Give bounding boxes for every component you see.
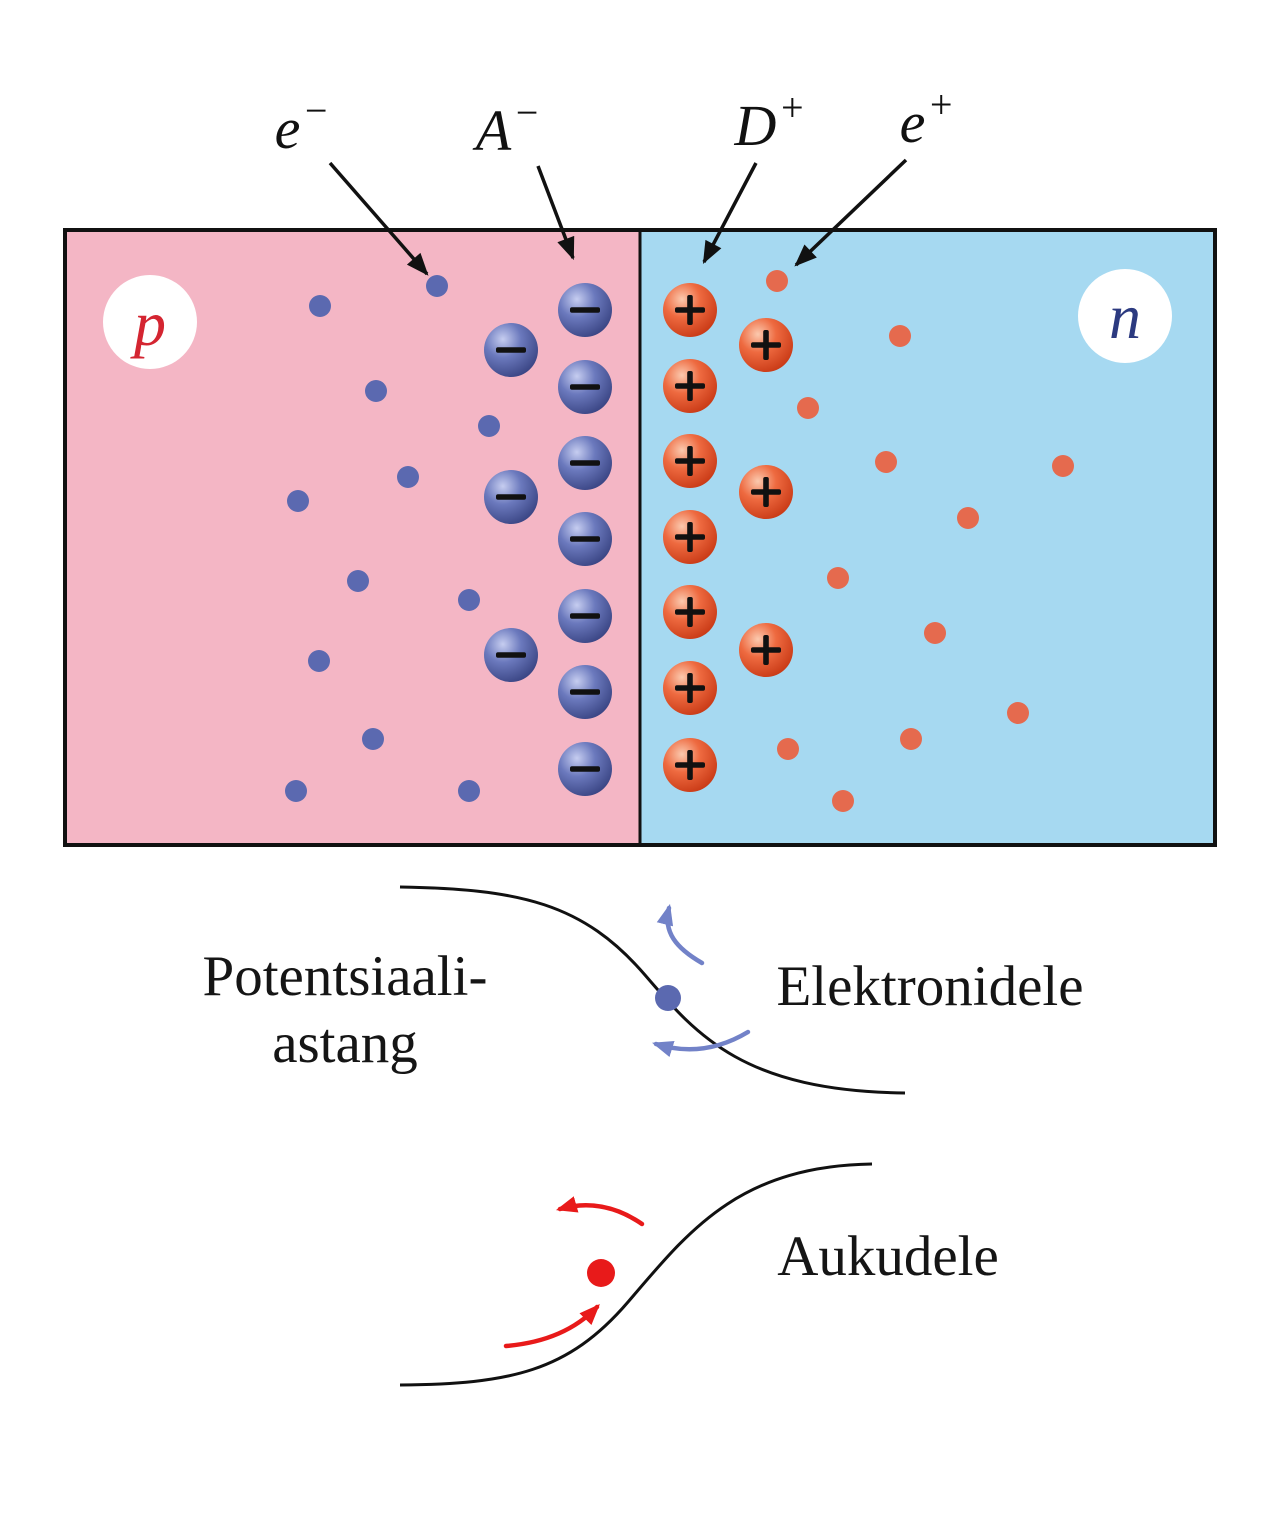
ion-sign-bar — [687, 446, 693, 476]
electron-dot — [309, 295, 331, 317]
acceptor-ion-layer — [484, 283, 612, 796]
hole-potential-curve — [399, 1162, 873, 1387]
donor-ion — [663, 359, 717, 413]
ion-sign-bar — [570, 613, 600, 619]
electron-dot — [287, 490, 309, 512]
hole-dot — [766, 270, 788, 292]
acceptor-ion — [558, 589, 612, 643]
donor-ion — [739, 318, 793, 372]
hole-climb-arrow — [503, 1303, 600, 1349]
hole-dot — [777, 738, 799, 760]
acceptor-ion — [558, 512, 612, 566]
ion-sign-bar — [570, 307, 600, 313]
ion-sign-bar — [496, 494, 526, 500]
hole-dot — [900, 728, 922, 750]
hole-dot — [875, 451, 897, 473]
ion-sign-bar — [496, 652, 526, 658]
p-region-label: p — [130, 288, 166, 359]
electron-dot — [458, 780, 480, 802]
ion-sign-bar — [763, 477, 769, 507]
electron-dot — [458, 589, 480, 611]
potential-step-holes: Aukudele — [399, 1162, 999, 1387]
ion-sign-bar — [763, 635, 769, 665]
junction-box: p n — [63, 228, 1217, 847]
ion-sign-bar — [763, 330, 769, 360]
electron-on-curve — [655, 985, 681, 1011]
ion-sign-bar — [687, 673, 693, 703]
ion-sign-bar — [570, 689, 600, 695]
electron-dot — [308, 650, 330, 672]
label-e-plus: e+ — [900, 82, 955, 155]
hole-dot — [889, 325, 911, 347]
acceptor-ion — [558, 742, 612, 796]
ion-sign-bar — [687, 295, 693, 325]
donor-ion — [739, 623, 793, 677]
hole-dot — [1052, 455, 1074, 477]
electrons-caption: Elektronidele — [776, 955, 1083, 1018]
electron-dot — [397, 466, 419, 488]
electron-dot — [426, 275, 448, 297]
holes-caption: Aukudele — [777, 1225, 999, 1288]
acceptor-ion — [484, 628, 538, 682]
donor-ion — [739, 465, 793, 519]
ion-sign-bar — [570, 384, 600, 390]
donor-ion — [663, 283, 717, 337]
ion-sign-bar — [570, 766, 600, 772]
p-label-badge — [103, 275, 197, 369]
donor-ion — [663, 738, 717, 792]
arrow-e-plus — [794, 158, 908, 267]
ion-sign-bar — [687, 522, 693, 552]
acceptor-ion — [484, 323, 538, 377]
arrow-A-minus — [536, 165, 575, 261]
hole-on-curve — [587, 1259, 615, 1287]
acceptor-ion — [558, 436, 612, 490]
hole-return-arrow — [555, 1196, 645, 1227]
ion-sign-bar — [687, 371, 693, 401]
donor-ion — [663, 585, 717, 639]
electron-dot — [365, 380, 387, 402]
ion-sign-bar — [570, 460, 600, 466]
electron-dot — [347, 570, 369, 592]
hole-dot-layer — [766, 270, 1074, 812]
hole-dot — [827, 567, 849, 589]
annotation-labels: e− A− D+ e+ — [275, 82, 955, 276]
electron-climb-arrow — [656, 903, 705, 966]
arrow-D-plus — [702, 162, 758, 264]
electron-potential-curve — [399, 885, 906, 1095]
electron-dot-layer — [285, 275, 500, 802]
donor-ion — [663, 661, 717, 715]
arrow-e-minus — [328, 161, 429, 276]
n-region-label: n — [1109, 281, 1141, 352]
label-D-plus: D+ — [734, 85, 806, 158]
ion-sign-bar — [687, 597, 693, 627]
acceptor-ion — [558, 283, 612, 337]
donor-ion — [663, 510, 717, 564]
electron-return-arrow — [651, 1029, 751, 1058]
hole-dot — [1007, 702, 1029, 724]
acceptor-ion — [484, 470, 538, 524]
hole-dot — [924, 622, 946, 644]
donor-ion — [663, 434, 717, 488]
potential-caption-line2: astang — [272, 1012, 418, 1075]
ion-sign-bar — [687, 750, 693, 780]
hole-dot — [832, 790, 854, 812]
potential-caption-line1: Potentsiaali- — [203, 945, 488, 1008]
electron-dot — [285, 780, 307, 802]
electron-dot — [478, 415, 500, 437]
hole-dot — [797, 397, 819, 419]
hole-dot — [957, 507, 979, 529]
label-e-minus: e− — [275, 88, 330, 161]
junction-border — [63, 228, 1217, 847]
n-label-badge — [1078, 269, 1172, 363]
acceptor-ion — [558, 360, 612, 414]
ion-sign-bar — [496, 347, 526, 353]
label-A-minus: A− — [472, 90, 540, 163]
potential-step-electrons: Potentsiaali- astang Elektronidele — [203, 885, 1084, 1095]
acceptor-ion — [558, 665, 612, 719]
donor-ion-layer — [663, 283, 793, 792]
electron-dot — [362, 728, 384, 750]
ion-sign-bar — [570, 536, 600, 542]
